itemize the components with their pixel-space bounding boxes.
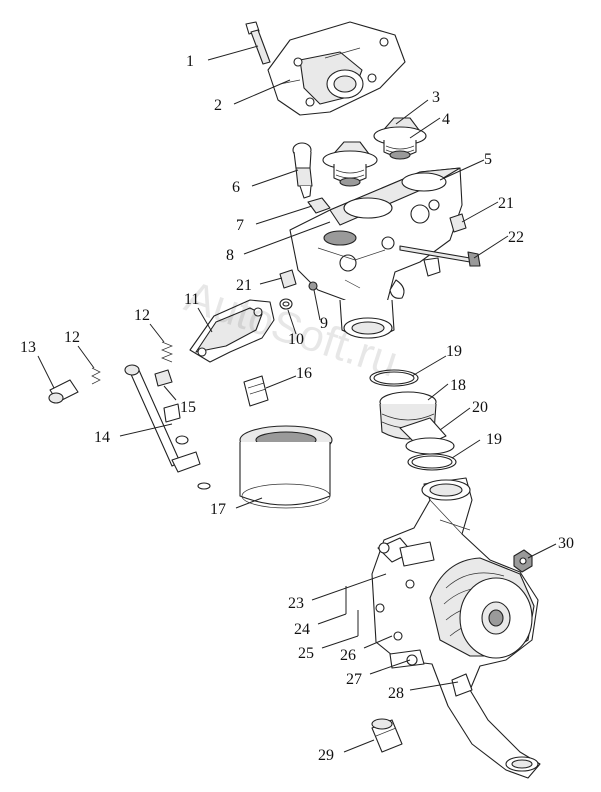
callout-5: 5 [484, 151, 492, 168]
callout-10: 10 [288, 331, 304, 348]
part-thermostat-cover-2 [267, 21, 406, 116]
part-fitting-29 [371, 718, 403, 753]
callout-21-left: 21 [236, 277, 252, 294]
callout-25: 25 [298, 645, 314, 662]
callout-26: 26 [340, 647, 356, 664]
callout-9: 9 [320, 315, 328, 332]
part-spring-12-left [91, 367, 101, 385]
callout-12-center: 12 [134, 307, 150, 324]
part-sensor-6 [292, 142, 313, 199]
callout-8: 8 [226, 247, 234, 264]
callout-7: 7 [236, 217, 244, 234]
callout-21-right: 21 [498, 195, 514, 212]
callout-28: 28 [388, 685, 404, 702]
callout-29: 29 [318, 747, 334, 764]
callout-1: 1 [186, 53, 194, 70]
part-thermostat-lower [322, 141, 378, 187]
part-oring-19-upper [369, 369, 419, 387]
callout-11: 11 [184, 291, 199, 308]
callout-18: 18 [450, 377, 466, 394]
callout-27: 27 [346, 671, 362, 688]
part-spring-12-center [161, 341, 173, 363]
part-plug-21-left [279, 269, 297, 289]
callout-12-left: 12 [64, 329, 80, 346]
part-water-pump-23 [371, 477, 541, 779]
part-fitting-16 [243, 375, 269, 407]
part-plug-21-right [449, 213, 467, 233]
callout-16: 16 [296, 365, 312, 382]
callout-23: 23 [288, 595, 304, 612]
callout-24: 24 [294, 621, 310, 638]
callout-19-lower: 19 [486, 431, 502, 448]
callout-3: 3 [432, 89, 440, 106]
callout-13: 13 [20, 339, 36, 356]
part-washer-7 [307, 197, 331, 214]
callout-20: 20 [472, 399, 488, 416]
callout-4: 4 [442, 111, 450, 128]
part-banjo-bolt-15 [154, 369, 181, 423]
callout-14: 14 [94, 429, 110, 446]
part-thermostat-housing-5-8 [289, 167, 463, 339]
callout-15: 15 [180, 399, 196, 416]
part-filter-bracket-11 [189, 299, 275, 363]
callout-17: 17 [210, 501, 226, 518]
part-filter-17 [239, 425, 333, 509]
part-nut-30 [513, 549, 533, 573]
part-washer-10 [279, 298, 293, 310]
part-banjo-13 [48, 379, 79, 404]
callout-22: 22 [508, 229, 524, 246]
part-oring-19-lower [407, 453, 457, 471]
callout-labels: 1 2 3 4 5 6 7 8 9 10 11 12 12 13 14 15 1… [20, 53, 574, 764]
part-oil-line-14 [124, 364, 211, 490]
callout-6: 6 [232, 179, 240, 196]
callout-30: 30 [558, 535, 574, 552]
leader-lines [37, 45, 557, 753]
part-nut-9 [308, 281, 318, 291]
part-thermostat-3-4 [373, 117, 427, 160]
callout-19-upper: 19 [446, 343, 462, 360]
part-bolt-1 [245, 21, 271, 65]
callout-2: 2 [214, 97, 222, 114]
part-coolant-pipe-18-20 [379, 391, 455, 455]
